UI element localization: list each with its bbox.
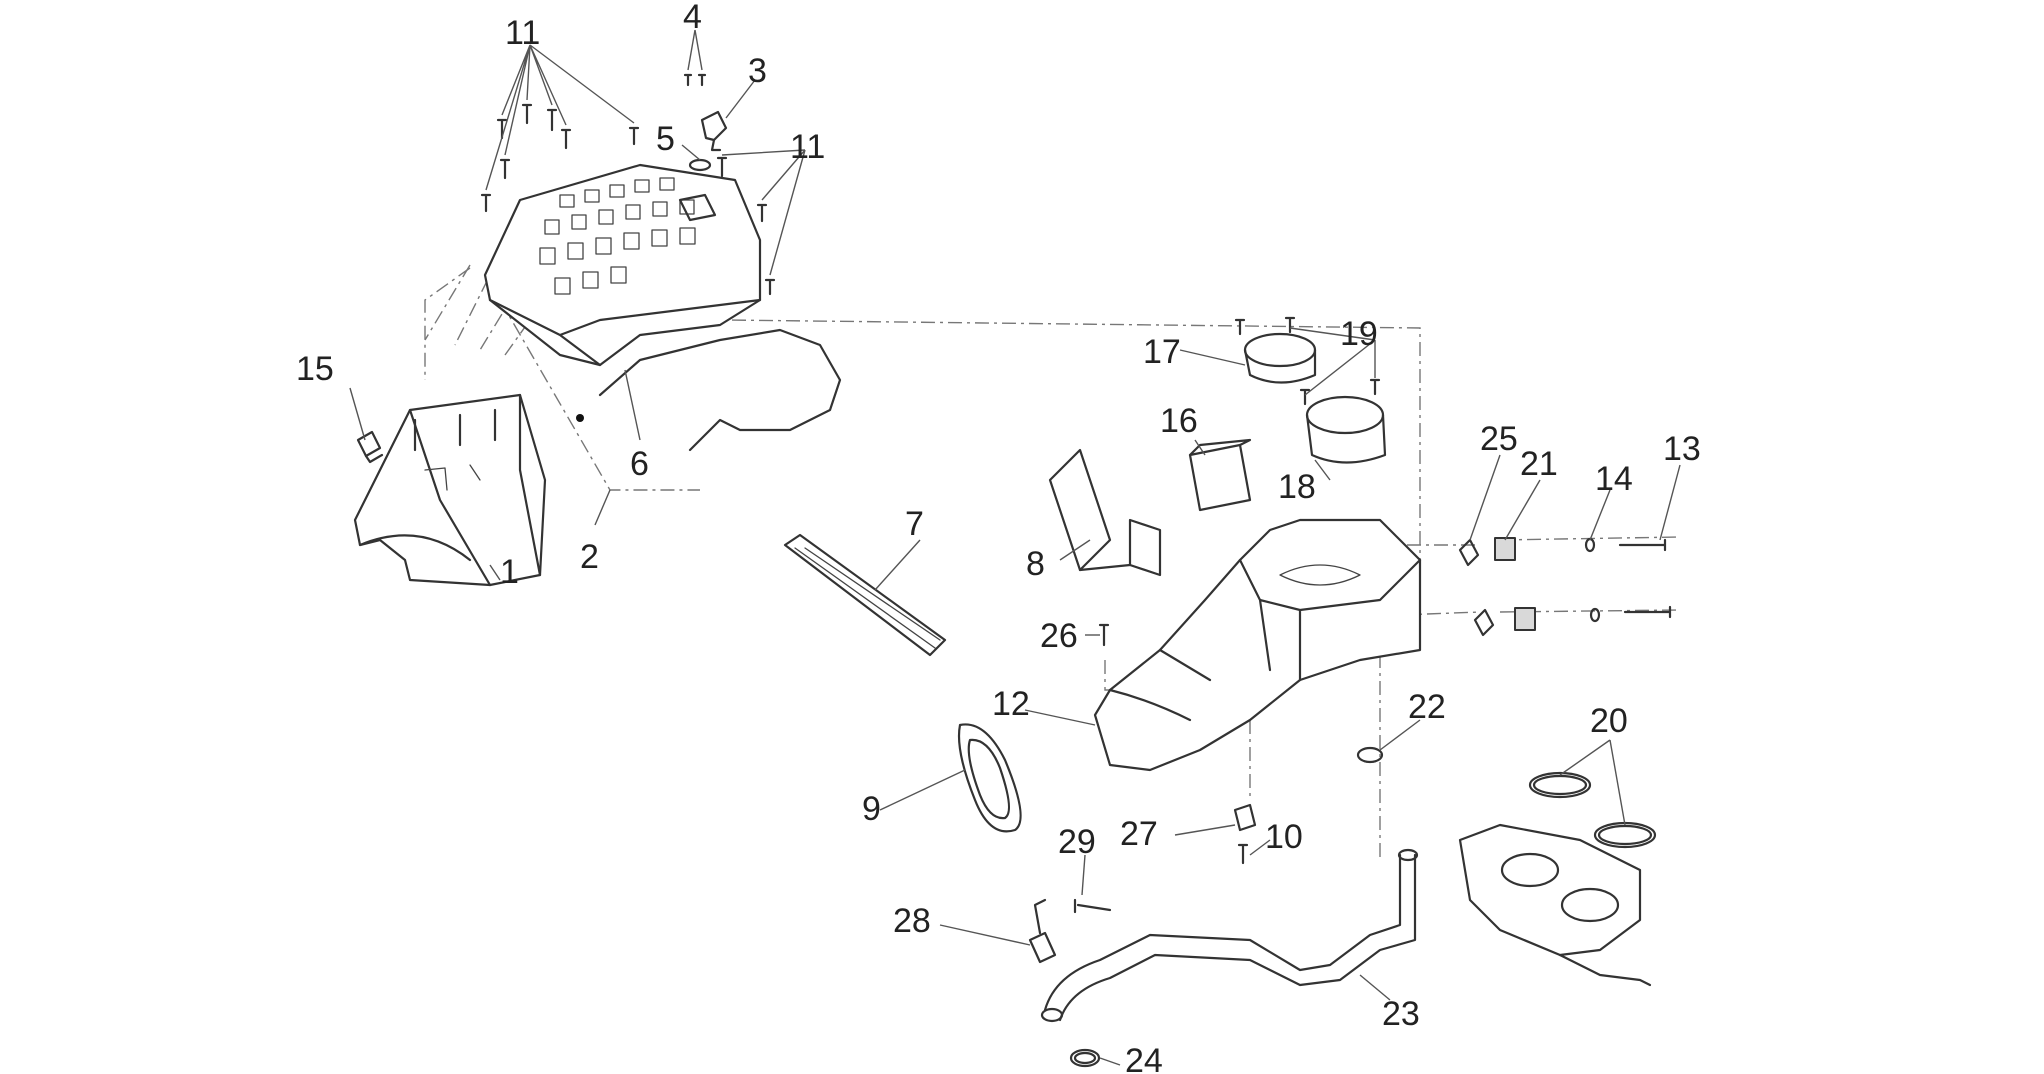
part-16-block	[1188, 438, 1252, 512]
callout-24: 24	[1125, 1042, 1163, 1074]
callout-28: 28	[893, 902, 931, 940]
cover-ribs	[539, 177, 696, 295]
callout-12: 12	[992, 685, 1030, 723]
callout-29: 29	[1058, 823, 1096, 861]
part-1-lower-duct	[353, 393, 547, 587]
callout-4: 4	[683, 0, 702, 36]
callout-23: 23	[1382, 995, 1420, 1033]
part-10-screw	[1237, 843, 1249, 865]
callout-1: 1	[500, 553, 519, 591]
part-28-connector	[1028, 898, 1057, 964]
callout-25: 25	[1480, 420, 1518, 458]
callout-10: 10	[1265, 818, 1303, 856]
throttle-body	[1458, 823, 1652, 987]
part-17-funnel	[1243, 332, 1317, 384]
callout-7: 7	[905, 505, 924, 543]
part-26-screw	[1098, 623, 1110, 647]
callout-14: 14	[1595, 460, 1633, 498]
part-18-funnel	[1305, 395, 1387, 464]
screws-19	[1234, 316, 1381, 406]
callout-11-right: 11	[790, 128, 825, 166]
callout-27: 27	[1120, 815, 1158, 853]
leader-lines	[349, 29, 1681, 1066]
screws-11	[480, 73, 776, 296]
callout-18: 18	[1278, 468, 1316, 506]
part-15-clip	[356, 430, 384, 464]
fastener-stack-lower	[1473, 605, 1672, 637]
part-24-clamp	[1069, 1048, 1101, 1068]
callout-26: 26	[1040, 617, 1078, 655]
part-27-bracket	[1233, 803, 1257, 832]
part-12-airbox-housing	[1093, 518, 1422, 772]
part-22-clamp	[1356, 746, 1384, 764]
callout-13: 13	[1663, 430, 1701, 468]
callout-11-left: 11	[505, 14, 540, 52]
part-11-airbox-cover	[483, 163, 762, 367]
callout-17: 17	[1143, 333, 1181, 371]
callout-22: 22	[1408, 688, 1446, 726]
part-8-flap	[1048, 448, 1162, 577]
callout-19: 19	[1340, 315, 1378, 353]
callout-labels: 1 2 3 4 5 6 7 8 9 10 11 11 12 13 14 15 1…	[296, 0, 1701, 1074]
callout-5: 5	[656, 120, 675, 158]
part-5-seal	[688, 158, 712, 172]
callout-6: 6	[630, 445, 649, 483]
part-23-hose	[1040, 848, 1419, 1023]
callout-2: 2	[580, 538, 599, 576]
callout-20: 20	[1590, 702, 1628, 740]
callout-16: 16	[1160, 402, 1198, 440]
callout-21: 21	[1520, 445, 1558, 483]
part-3-sensor	[700, 110, 728, 152]
part-6-gasket	[576, 328, 842, 452]
part-29-bolt	[1073, 898, 1112, 914]
fastener-stack-upper	[1458, 537, 1667, 567]
callout-8: 8	[1026, 545, 1045, 583]
part-7-filter	[783, 533, 947, 657]
part-9-seal	[957, 723, 1022, 833]
callout-15: 15	[296, 350, 334, 388]
callout-3: 3	[748, 52, 767, 90]
callout-9: 9	[862, 790, 881, 828]
